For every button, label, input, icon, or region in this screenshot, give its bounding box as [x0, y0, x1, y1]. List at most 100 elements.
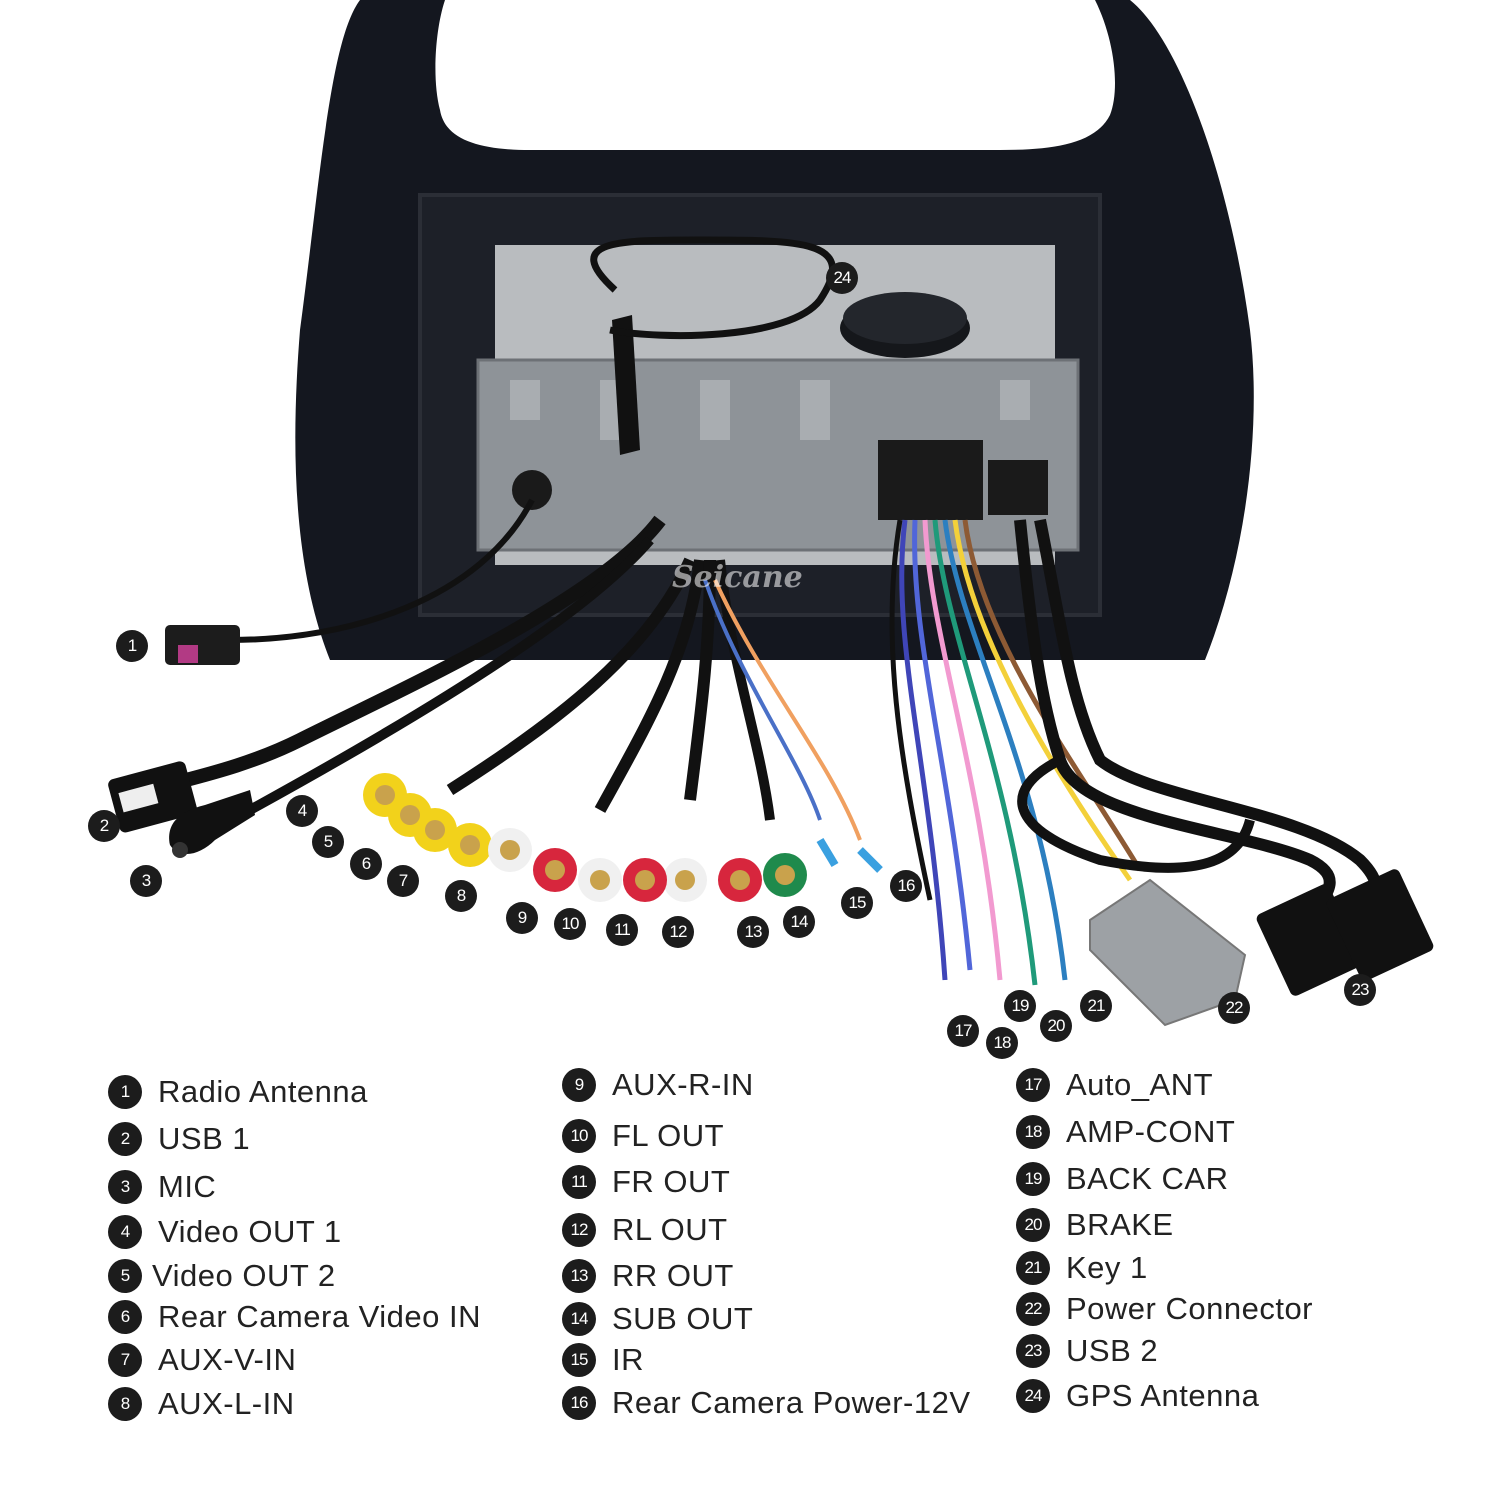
- legend-label: AUX-R-IN: [612, 1067, 754, 1102]
- legend-number: 19: [1016, 1162, 1050, 1196]
- legend-label: AUX-V-IN: [158, 1342, 297, 1377]
- legend-item-3: 3 MIC: [108, 1169, 217, 1204]
- legend-label: Rear Camera Power-12V: [612, 1385, 971, 1420]
- legend-label: Video OUT 1: [158, 1214, 342, 1249]
- legend-item-24: 24 GPS Antenna: [1016, 1378, 1260, 1413]
- callout-1: 1: [116, 630, 148, 662]
- legend-item-9: 9 AUX-R-IN: [562, 1067, 754, 1102]
- legend-label: GPS Antenna: [1066, 1378, 1260, 1413]
- callout-8: 8: [445, 880, 477, 912]
- legend-number: 14: [562, 1302, 596, 1336]
- legend-label: Video OUT 2: [152, 1258, 336, 1293]
- callout-10: 10: [554, 908, 586, 940]
- radio-antenna-plug: [165, 625, 240, 665]
- legend-number: 3: [108, 1170, 142, 1204]
- legend-item-10: 10 FL OUT: [562, 1118, 725, 1153]
- callout-9: 9: [506, 902, 538, 934]
- legend-item-16: 16 Rear Camera Power-12V: [562, 1385, 971, 1420]
- legend-label: AUX-L-IN: [158, 1386, 295, 1421]
- legend-item-2: 2 USB 1: [108, 1121, 251, 1156]
- callout-21: 21: [1080, 990, 1112, 1022]
- legend-number: 6: [108, 1300, 142, 1334]
- legend-label: RL OUT: [612, 1212, 728, 1247]
- legend-item-4: 4 Video OUT 1: [108, 1214, 342, 1249]
- callout-24: 24: [826, 262, 858, 294]
- legend-label: Key 1: [1066, 1250, 1148, 1285]
- legend-item-19: 19 BACK CAR: [1016, 1161, 1229, 1196]
- legend-label: AMP-CONT: [1066, 1114, 1236, 1149]
- usb2-plug-b: [1326, 869, 1434, 981]
- product-photo: [108, 0, 1434, 1027]
- legend-number: 12: [562, 1213, 596, 1247]
- legend-label: FL OUT: [612, 1118, 725, 1153]
- legend-label: FR OUT: [612, 1164, 731, 1199]
- legend-label: Rear Camera Video IN: [158, 1299, 482, 1334]
- usb-socket-block: [988, 460, 1048, 515]
- legend-label: USB 2: [1066, 1333, 1159, 1368]
- watermark-logo: Seicane: [672, 560, 803, 595]
- callout-5: 5: [312, 826, 344, 858]
- callout-13: 13: [737, 916, 769, 948]
- callout-23: 23: [1344, 974, 1376, 1006]
- legend-item-8: 8 AUX-L-IN: [108, 1386, 295, 1421]
- callout-7: 7: [387, 865, 419, 897]
- legend-label: SUB OUT: [612, 1301, 754, 1336]
- callout-3: 3: [130, 865, 162, 897]
- legend-number: 20: [1016, 1208, 1050, 1242]
- legend-label: BACK CAR: [1066, 1161, 1229, 1196]
- legend-item-18: 18 AMP-CONT: [1016, 1114, 1236, 1149]
- legend-label: USB 1: [158, 1121, 251, 1156]
- legend-number: 16: [562, 1386, 596, 1420]
- legend-item-5: 5 Video OUT 2: [108, 1258, 336, 1293]
- legend-item-1: 1 Radio Antenna: [108, 1074, 368, 1109]
- rca-connectors: [363, 773, 807, 902]
- bezel-top-opening: [435, 0, 1115, 150]
- legend-number: 23: [1016, 1334, 1050, 1368]
- legend-label: RR OUT: [612, 1258, 734, 1293]
- legend-number: 5: [108, 1259, 142, 1293]
- legend-number: 2: [108, 1122, 142, 1156]
- legend-item-21: 21 Key 1: [1016, 1250, 1148, 1285]
- legend-number: 4: [108, 1215, 142, 1249]
- legend-number: 10: [562, 1119, 596, 1153]
- legend-number: 7: [108, 1343, 142, 1377]
- legend-item-15: 15 IR: [562, 1342, 644, 1377]
- legend-item-22: 22 Power Connector: [1016, 1291, 1313, 1326]
- legend-item-11: 11 FR OUT: [562, 1164, 731, 1199]
- callout-20: 20: [1040, 1010, 1072, 1042]
- legend-number: 21: [1016, 1251, 1050, 1285]
- legend-label: Auto_ANT: [1066, 1067, 1214, 1102]
- callout-14: 14: [783, 906, 815, 938]
- legend-number: 17: [1016, 1068, 1050, 1102]
- callout-11: 11: [606, 914, 638, 946]
- mic-plug: [169, 790, 255, 855]
- callout-4: 4: [286, 795, 318, 827]
- callout-18: 18: [986, 1027, 1018, 1059]
- legend-item-7: 7 AUX-V-IN: [108, 1342, 297, 1377]
- legend-number: 18: [1016, 1115, 1050, 1149]
- legend-number: 8: [108, 1387, 142, 1421]
- legend-item-20: 20 BRAKE: [1016, 1207, 1174, 1242]
- callout-12: 12: [662, 916, 694, 948]
- callout-15: 15: [841, 887, 873, 919]
- legend-number: 9: [562, 1068, 596, 1102]
- legend-item-17: 17 Auto_ANT: [1016, 1067, 1214, 1102]
- legend-item-12: 12 RL OUT: [562, 1212, 728, 1247]
- legend-number: 24: [1016, 1379, 1050, 1413]
- legend-number: 15: [562, 1343, 596, 1377]
- legend-item-13: 13 RR OUT: [562, 1258, 734, 1293]
- legend-number: 11: [562, 1165, 596, 1199]
- legend-number: 13: [562, 1259, 596, 1293]
- legend-item-14: 14 SUB OUT: [562, 1301, 754, 1336]
- legend-item-23: 23 USB 2: [1016, 1333, 1159, 1368]
- callout-22: 22: [1218, 992, 1250, 1024]
- callout-6: 6: [350, 848, 382, 880]
- callout-16: 16: [890, 870, 922, 902]
- callout-2: 2: [88, 810, 120, 842]
- harness-socket: [878, 440, 983, 520]
- callout-17: 17: [947, 1015, 979, 1047]
- legend-label: MIC: [158, 1169, 217, 1204]
- legend-item-6: 6 Rear Camera Video IN: [108, 1299, 482, 1334]
- legend-number: 1: [108, 1075, 142, 1109]
- legend-label: IR: [612, 1342, 644, 1377]
